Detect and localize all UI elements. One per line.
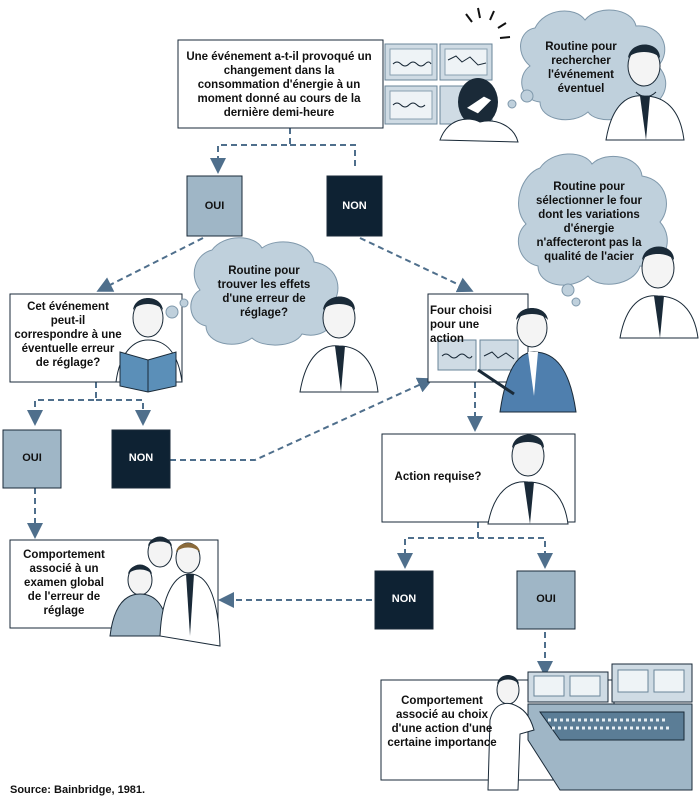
action-required-text: Action requise? [394,471,482,483]
decision-non-3 [374,570,434,630]
setting-error-question-text: Cet événement peut-il correspondre à une… [14,301,122,369]
thinking-person-icon [619,246,699,339]
cloud-search-routine [507,9,667,121]
decision-oui-3 [516,570,576,630]
cloud-effects-routine [165,237,339,346]
cloud-select-routine [517,153,668,307]
decision-oui-2-label: OUI [22,452,42,464]
decision-oui-1 [186,175,243,237]
decision-oui-2 [2,429,62,489]
cloud-search-text: Routine pour rechercher l'événement éven… [545,41,617,95]
decision-non-1-label: NON [342,200,367,212]
engineers-group-icon [109,536,221,647]
operator-person-icon [439,7,519,143]
thinking-person-icon [487,434,569,525]
decision-non-2-label: NON [128,452,154,464]
source-caption: Source: Bainbridge, 1981. [10,784,146,796]
thinking-person-icon [605,44,685,141]
cloud-effects-text: Routine pour trouver les effets d'une er… [217,265,311,319]
decision-non-2 [111,429,171,489]
decision-non-1 [326,175,383,237]
decision-oui-1-label: OUI [204,200,225,212]
behavior-choice-text: Comportement associé au choix d'une acti… [387,695,497,749]
behavior-global-text: Comportement associé à un examen global … [23,549,105,617]
decision-non-3-label: NON [391,593,417,605]
control-console-icon [487,663,693,791]
thinking-person-icon [299,296,379,393]
event-question-text: Une événement a-t-il provoqué un changem… [186,51,372,119]
decision-oui-3-label: OUI [536,593,556,605]
connectors [27,128,553,677]
book-reader-icon [115,298,183,393]
cloud-select-text: Routine pour sélectionner le four dont l… [535,181,643,263]
furnace-chosen-text: Four choisi pour une action [430,305,492,345]
box-event-question [177,39,384,129]
operator-person-icon [437,308,577,413]
